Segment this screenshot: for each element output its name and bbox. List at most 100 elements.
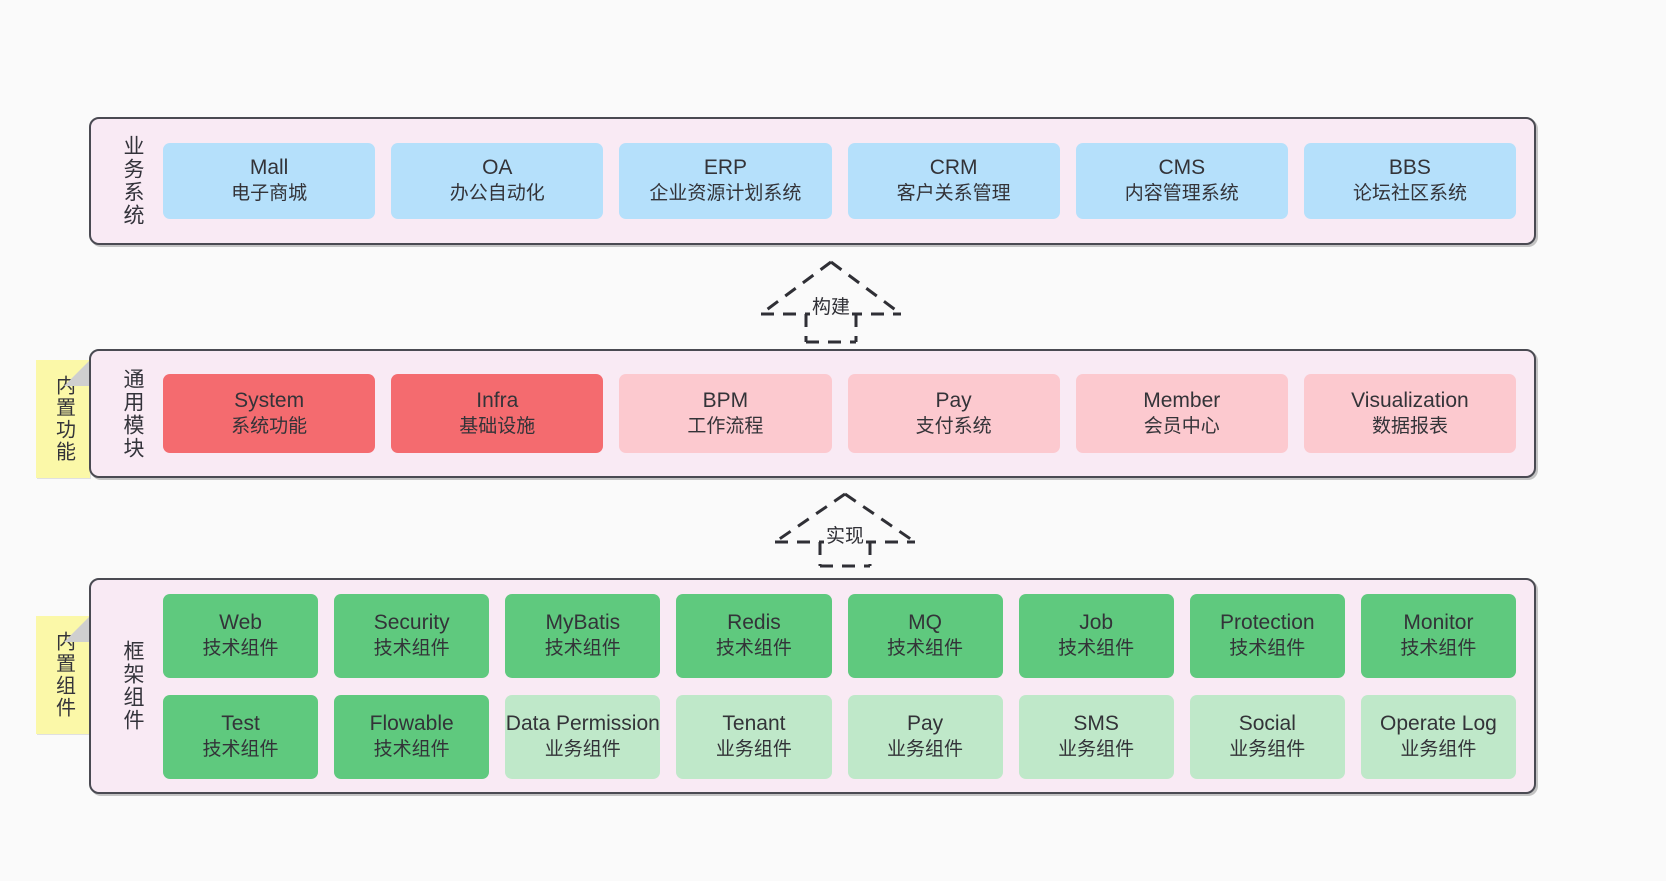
- card-title-cn: 业务组件: [544, 738, 621, 760]
- card-title-en: Redis: [727, 610, 781, 634]
- connector-build-generalization-arrow: 构建: [758, 258, 904, 344]
- card-title-cn: 技术组件: [1058, 637, 1135, 659]
- card-title-en: Protection: [1220, 610, 1315, 634]
- card-title-en: Web: [219, 610, 262, 634]
- card-title-cn: 技术组件: [544, 637, 621, 659]
- card-pay-business[interactable]: Pay 业务组件: [847, 694, 1003, 779]
- card-title-cn: 数据报表: [1371, 415, 1448, 437]
- card-title-cn: 论坛社区系统: [1352, 183, 1467, 205]
- connector-label-implement: 实现: [823, 521, 867, 548]
- note-builtin-component: 内置组件: [36, 616, 90, 734]
- card-crm[interactable]: CRM 客户关系管理: [847, 143, 1060, 219]
- card-test[interactable]: Test 技术组件: [163, 694, 319, 779]
- card-title-cn: 技术组件: [373, 637, 450, 659]
- note-builtin-function: 内置功能: [36, 360, 90, 478]
- layer-title-framework: 框架组件: [121, 640, 144, 732]
- card-title-cn: 业务组件: [715, 738, 792, 760]
- card-bpm[interactable]: BPM 工作流程: [619, 374, 832, 453]
- card-row: Test 技术组件 Flowable 技术组件 Data Permission …: [155, 691, 1524, 782]
- card-row: Mall 电子商城 OA 办公自动化 ERP 企业资源计划系统 CRM 客户关系…: [155, 119, 1524, 243]
- note-label: 内置功能: [52, 375, 75, 463]
- card-title-cn: 技术组件: [202, 738, 279, 760]
- card-title-en: Job: [1079, 610, 1114, 634]
- note-label: 内置组件: [52, 631, 75, 719]
- card-title-en: Tenant: [722, 711, 786, 735]
- card-title-cn: 技术组件: [1400, 637, 1477, 659]
- card-title-en: BPM: [702, 388, 749, 412]
- card-title-en: Visualization: [1351, 388, 1469, 412]
- card-title-cn: 内容管理系统: [1124, 183, 1239, 205]
- card-sms[interactable]: SMS 业务组件: [1018, 694, 1174, 779]
- card-social[interactable]: Social 业务组件: [1189, 694, 1345, 779]
- card-flowable[interactable]: Flowable 技术组件: [334, 694, 490, 779]
- connector-implement-generalization-arrow: 实现: [772, 490, 918, 568]
- card-redis[interactable]: Redis 技术组件: [676, 593, 832, 678]
- card-title-en: OA: [482, 156, 513, 180]
- card-web[interactable]: Web 技术组件: [163, 593, 319, 678]
- card-title-cn: 系统功能: [231, 415, 308, 437]
- card-title-en: Pay: [935, 388, 972, 412]
- card-row: System 系统功能 Infra 基础设施 BPM 工作流程 Pay 支付系统…: [155, 351, 1524, 476]
- card-title-en: SMS: [1073, 711, 1119, 735]
- card-title-cn: 基础设施: [459, 415, 536, 437]
- card-title-en: MyBatis: [545, 610, 621, 634]
- card-operate-log[interactable]: Operate Log 业务组件: [1360, 694, 1516, 779]
- card-title-cn: 技术组件: [715, 637, 792, 659]
- card-title-en: System: [234, 388, 305, 412]
- card-title-cn: 技术组件: [1229, 637, 1306, 659]
- card-monitor[interactable]: Monitor 技术组件: [1360, 593, 1516, 678]
- card-title-en: Flowable: [369, 711, 454, 735]
- card-mq[interactable]: MQ 技术组件: [847, 593, 1003, 678]
- card-title-cn: 技术组件: [373, 738, 450, 760]
- card-data-permission[interactable]: Data Permission 业务组件: [505, 694, 661, 779]
- card-cms[interactable]: CMS 内容管理系统: [1075, 143, 1288, 219]
- card-pay[interactable]: Pay 支付系统: [847, 374, 1060, 453]
- card-title-en: Security: [373, 610, 450, 634]
- layer-common-module: 通用模块 System 系统功能 Infra 基础设施 BPM 工作流程 Pay…: [89, 349, 1536, 478]
- card-title-en: Data Permission: [505, 711, 660, 735]
- card-title-cn: 会员中心: [1143, 415, 1220, 437]
- card-title-cn: 支付系统: [915, 415, 992, 437]
- card-title-cn: 办公自动化: [449, 183, 545, 205]
- card-system[interactable]: System 系统功能: [163, 374, 376, 453]
- card-title-en: CMS: [1158, 156, 1206, 180]
- card-title-en: CRM: [929, 156, 978, 180]
- card-title-en: MQ: [908, 610, 942, 634]
- card-title-en: BBS: [1388, 156, 1431, 180]
- card-title-cn: 电子商城: [231, 183, 308, 205]
- layer-title-common: 通用模块: [121, 367, 144, 460]
- card-title-cn: 技术组件: [202, 637, 279, 659]
- card-job[interactable]: Job 技术组件: [1018, 593, 1174, 678]
- layer-title-business: 业务系统: [121, 135, 144, 227]
- card-tenant[interactable]: Tenant 业务组件: [676, 694, 832, 779]
- card-row: Web 技术组件 Security 技术组件 MyBatis 技术组件 Redi…: [155, 590, 1524, 681]
- card-mall[interactable]: Mall 电子商城: [163, 143, 376, 219]
- card-title-en: Operate Log: [1380, 711, 1497, 735]
- layer-business-system: 业务系统 Mall 电子商城 OA 办公自动化 ERP 企业资源计划系统 CRM…: [89, 117, 1536, 245]
- card-visualization[interactable]: Visualization 数据报表: [1303, 374, 1517, 453]
- card-mybatis[interactable]: MyBatis 技术组件: [505, 593, 661, 678]
- card-title-cn: 工作流程: [687, 415, 764, 437]
- card-title-cn: 客户关系管理: [896, 183, 1011, 205]
- card-title-en: Member: [1143, 388, 1221, 412]
- card-title-cn: 业务组件: [1400, 738, 1477, 760]
- layer-business-cards: Mall 电子商城 OA 办公自动化 ERP 企业资源计划系统 CRM 客户关系…: [145, 119, 1534, 243]
- card-title-en: Pay: [906, 711, 944, 735]
- card-title-cn: 企业资源计划系统: [649, 183, 802, 205]
- card-protection[interactable]: Protection 技术组件: [1189, 593, 1345, 678]
- card-title-cn: 业务组件: [1058, 738, 1135, 760]
- card-bbs[interactable]: BBS 论坛社区系统: [1303, 143, 1517, 219]
- card-member[interactable]: Member 会员中心: [1075, 374, 1288, 453]
- card-title-cn: 业务组件: [887, 738, 964, 760]
- card-title-en: Infra: [476, 388, 519, 412]
- card-erp[interactable]: ERP 企业资源计划系统: [619, 143, 832, 219]
- card-title-en: Social: [1238, 711, 1296, 735]
- connector-label-build: 构建: [809, 292, 853, 319]
- layer-framework-component: 框架组件 Web 技术组件 Security 技术组件 MyBatis 技术组件…: [89, 578, 1536, 794]
- card-title-en: ERP: [703, 156, 748, 180]
- layer-common-cards: System 系统功能 Infra 基础设施 BPM 工作流程 Pay 支付系统…: [145, 351, 1534, 476]
- card-title-en: Mall: [249, 156, 289, 180]
- card-security[interactable]: Security 技术组件: [334, 593, 490, 678]
- card-oa[interactable]: OA 办公自动化: [391, 143, 604, 219]
- card-infra[interactable]: Infra 基础设施: [391, 374, 604, 453]
